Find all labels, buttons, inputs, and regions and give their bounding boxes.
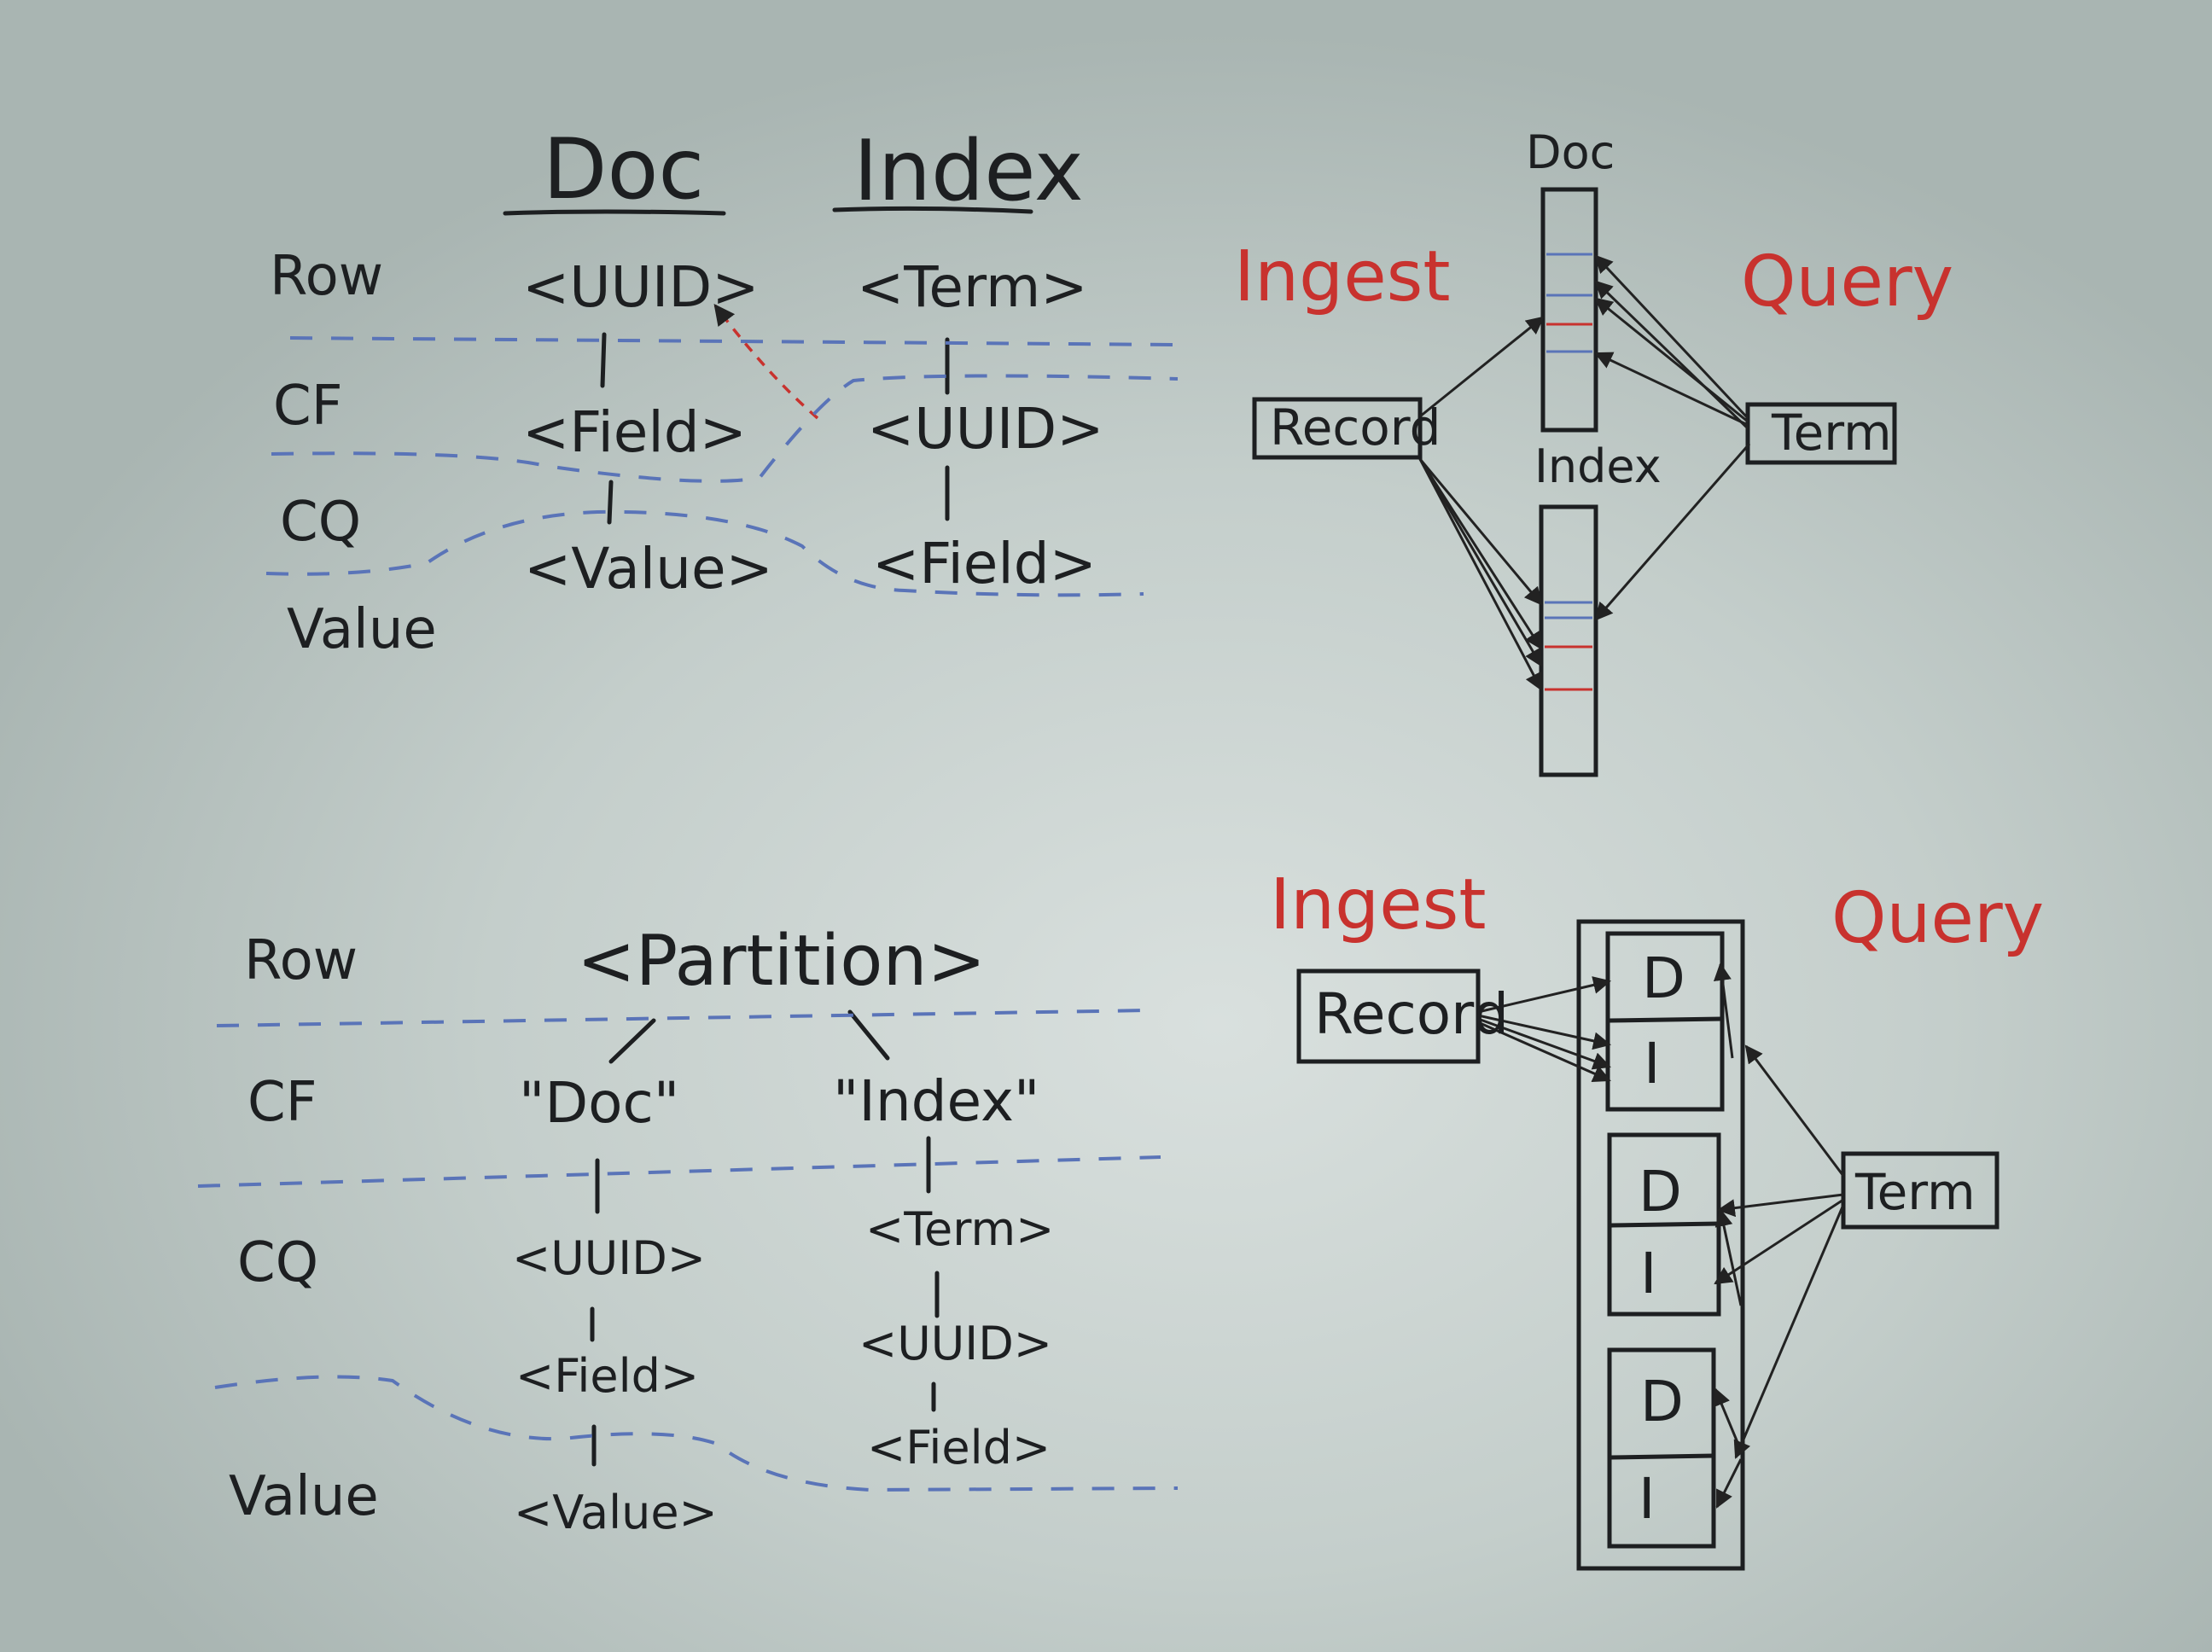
shard-3-index: I: [1639, 1466, 1656, 1532]
doc-field-value: <Field>: [515, 1349, 700, 1403]
doc-row-value: <UUID>: [522, 254, 760, 320]
record-label-bottom: Record: [1314, 981, 1510, 1047]
doc-cq-value: <Value>: [524, 536, 773, 602]
index-table-label: Index: [1534, 439, 1662, 493]
term-label-top: Term: [1772, 404, 1892, 462]
shard-1-doc: D: [1642, 945, 1685, 1011]
value-label-2: Value: [229, 1465, 379, 1528]
tablet-outline: [1576, 919, 1745, 1571]
shard-3-doc: D: [1640, 1369, 1684, 1434]
cq-label-2: CQ: [237, 1231, 319, 1294]
value-label: Value: [287, 598, 437, 661]
shard-2-index: I: [1640, 1241, 1657, 1306]
shard-1-index: I: [1644, 1031, 1661, 1096]
query-label-bottom: Query: [1831, 878, 2045, 959]
partition-value: <Partition>: [577, 921, 987, 1002]
doc-cf-value: <Field>: [522, 399, 747, 465]
index-underline: [832, 206, 1033, 214]
index-field-value: <Field>: [867, 1421, 1051, 1475]
record-box-top: [1252, 397, 1423, 460]
index-uuid-value: <UUID>: [859, 1317, 1053, 1370]
term-box-bottom: [1841, 1151, 2000, 1230]
index-cq-value: <Field>: [872, 531, 1097, 596]
ingest-label-top: Ingest: [1234, 236, 1451, 317]
index-cf-value: <UUID>: [867, 396, 1104, 462]
ingest-label-bottom: Ingest: [1270, 864, 1487, 945]
cq-label: CQ: [280, 491, 362, 554]
red-dashed-arrow: [713, 304, 819, 420]
shard-2-doc: D: [1639, 1159, 1682, 1224]
index-column-heading: Index: [853, 123, 1084, 220]
cf-doc-value: "Doc": [519, 1070, 680, 1136]
cf-label: CF: [273, 375, 343, 438]
index-row-value: <Term>: [857, 254, 1088, 320]
shard-box-3: [1607, 1347, 1716, 1549]
doc-column-heading: Doc: [543, 121, 705, 218]
doc-table-label: Doc: [1526, 125, 1615, 179]
doc-underline: [503, 209, 726, 216]
term-box-top: [1745, 402, 1897, 465]
query-label-top: Query: [1741, 241, 1954, 323]
doc-value-value: <Value>: [514, 1486, 718, 1539]
record-label-top: Record: [1270, 398, 1441, 457]
term-label-bottom: Term: [1855, 1163, 1976, 1221]
index-term-value: <Term>: [865, 1202, 1055, 1256]
row-label: Row: [270, 245, 384, 308]
cf-label-2: CF: [247, 1071, 317, 1134]
shard-box-1: [1605, 931, 1725, 1112]
cf-index-value: "Index": [833, 1068, 1040, 1134]
doc-uuid-value: <UUID>: [512, 1231, 707, 1285]
row-label-2: Row: [244, 929, 358, 992]
